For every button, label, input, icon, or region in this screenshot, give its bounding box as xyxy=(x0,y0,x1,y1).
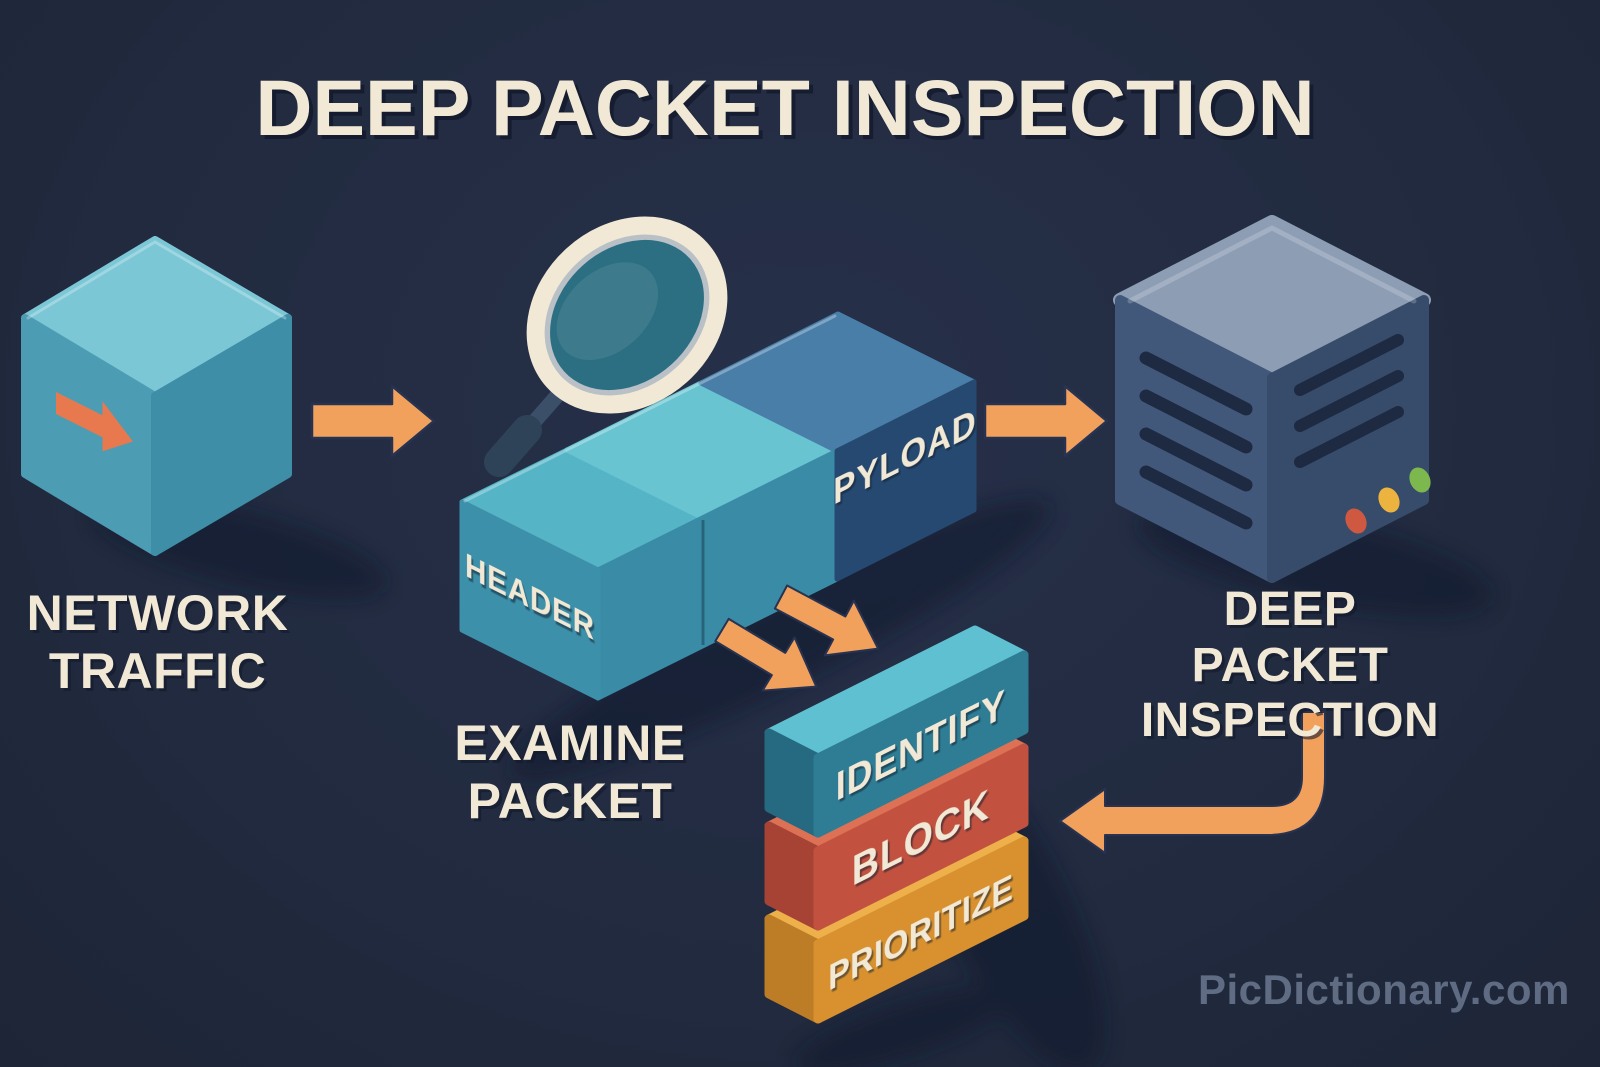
server-vent-slat xyxy=(1294,406,1404,468)
dpi-server-icon xyxy=(1113,215,1431,583)
magnifier-icon xyxy=(484,216,728,477)
action-stack: PRIORITIZE BLOCK IDENTIFY xyxy=(764,625,1029,1024)
branch-arrow-icon xyxy=(773,584,880,657)
server-led-yellow xyxy=(1378,487,1400,513)
server-led-green xyxy=(1409,467,1431,493)
page-title: DEEP PACKET INSPECTION xyxy=(255,63,1315,152)
server-vent-slat xyxy=(1294,370,1404,432)
network-traffic-cube xyxy=(21,236,292,556)
packet-payload-face xyxy=(834,379,977,582)
packet-back-edge-highlight xyxy=(463,314,837,503)
traffic-arrow-icon xyxy=(56,392,133,452)
packet: HEADER PYLOAD xyxy=(459,311,977,701)
branch-arrow-icon xyxy=(714,617,818,692)
slab-front-face xyxy=(813,743,1029,931)
return-arrow-icon xyxy=(1059,711,1326,854)
cube-right-face xyxy=(151,314,292,556)
magnifier-rim xyxy=(526,216,728,414)
packet-shadow xyxy=(510,499,1050,781)
examine-packet-label-line2: PACKET xyxy=(467,773,673,829)
examine-packet-label: EXAMINE PACKET xyxy=(420,714,720,830)
branch-arrows-icon xyxy=(714,584,880,692)
magnifier-lens xyxy=(543,232,711,398)
magnifier-lens-highlight xyxy=(556,262,659,361)
server-vent-slat xyxy=(1139,465,1253,530)
server-vents-right xyxy=(1294,334,1404,468)
slab-front-face xyxy=(813,650,1029,838)
magnifier-handle-tip xyxy=(484,415,542,477)
dpi-label-line1: DEEP PACKET xyxy=(1191,583,1389,692)
stack-shadow xyxy=(795,986,1015,1067)
flow-arrow-2-icon xyxy=(983,384,1109,458)
server-vents-left xyxy=(1139,351,1253,530)
server-vent-slat xyxy=(1139,389,1253,454)
server-vent-slat xyxy=(1139,427,1253,492)
server-vent-slat xyxy=(1294,334,1404,396)
network-traffic-label-line2: TRAFFIC xyxy=(48,643,267,699)
examine-packet-label-line1: EXAMINE xyxy=(454,715,686,771)
network-traffic-label-line1: NETWORK xyxy=(26,585,289,641)
server-top-highlight xyxy=(1127,225,1417,304)
server-vent-slat xyxy=(1139,351,1253,416)
slab-front-face xyxy=(813,836,1029,1024)
flow-arrow-1-icon xyxy=(310,384,436,458)
cube-edge-highlight xyxy=(26,240,287,320)
network-traffic-label: NETWORK TRAFFIC xyxy=(15,584,300,700)
watermark: PicDictionary.com xyxy=(1198,966,1570,1013)
server-led-red xyxy=(1345,508,1367,534)
dpi-label-line2: INSPECTION xyxy=(1140,694,1440,748)
dpi-label: DEEP PACKET INSPECTION xyxy=(1125,582,1455,749)
packet-header-cap xyxy=(459,499,601,701)
